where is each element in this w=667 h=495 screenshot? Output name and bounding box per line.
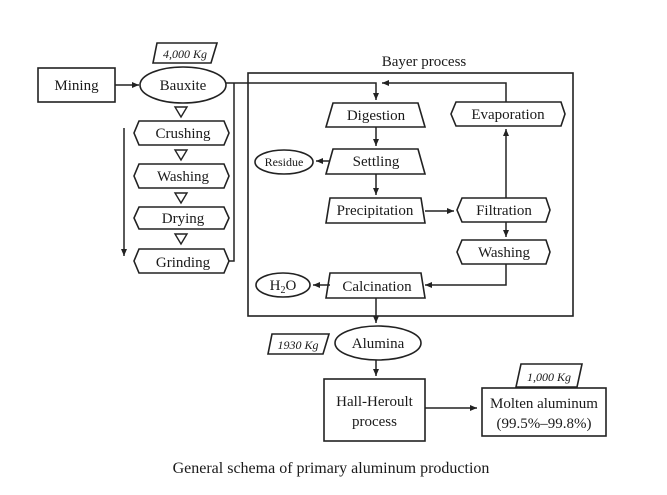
svg-text:Digestion: Digestion	[347, 108, 406, 124]
node-alumina: Alumina	[334, 325, 422, 361]
svg-text:Washing: Washing	[157, 169, 210, 185]
node-washing-prep: Washing	[133, 163, 230, 189]
flow-triangle	[173, 106, 189, 119]
svg-text:Mining: Mining	[54, 78, 99, 94]
node-mining: Mining	[37, 67, 116, 103]
svg-text:Evaporation: Evaporation	[471, 107, 545, 123]
svg-text:Washing: Washing	[478, 245, 531, 261]
node-h2o: H2O	[255, 272, 311, 298]
edge-washing-calcination	[425, 264, 507, 288]
flow-triangle	[173, 149, 189, 162]
edge-bauxite-digestion	[226, 82, 379, 100]
node-molten-aluminum: Molten aluminum (99.5%–99.8%)	[481, 387, 607, 437]
svg-text:Alumina: Alumina	[352, 336, 405, 352]
svg-text:Crushing: Crushing	[155, 126, 211, 142]
alumina-mass-tag: 1930 Kg	[267, 333, 331, 355]
svg-text:Residue: Residue	[265, 155, 304, 169]
node-filtration: Filtration	[456, 197, 551, 223]
svg-text:1930 Kg: 1930 Kg	[277, 338, 318, 352]
node-precipitation: Precipitation	[325, 197, 426, 224]
node-washing-bayer: Washing	[456, 239, 551, 265]
edge-evaporation-digestion	[382, 80, 507, 102]
node-grinding: Grinding	[133, 248, 230, 274]
node-evaporation: Evaporation	[450, 101, 566, 127]
svg-text:Precipitation: Precipitation	[337, 203, 414, 219]
node-residue: Residue	[254, 149, 314, 175]
svg-text:Settling: Settling	[353, 154, 400, 170]
node-digestion: Digestion	[324, 102, 427, 128]
node-drying: Drying	[133, 206, 230, 230]
node-hall-heroult: Hall-Heroult process	[323, 378, 426, 442]
svg-text:Filtration: Filtration	[476, 203, 532, 219]
diagram-caption: General schema of primary aluminum produ…	[173, 460, 490, 477]
svg-text:Molten aluminum: Molten aluminum	[490, 396, 598, 412]
svg-text:4,000 Kg: 4,000 Kg	[163, 47, 207, 61]
node-bauxite: Bauxite	[139, 66, 227, 104]
svg-text:1,000 Kg: 1,000 Kg	[527, 370, 571, 384]
flow-triangle	[173, 233, 189, 246]
edge-grinding-digestion	[229, 83, 235, 262]
svg-text:process: process	[352, 414, 397, 430]
svg-text:H2O: H2O	[270, 278, 297, 296]
svg-text:Grinding: Grinding	[156, 255, 211, 271]
svg-text:(99.5%–99.8%): (99.5%–99.8%)	[497, 416, 592, 432]
svg-text:Drying: Drying	[162, 211, 205, 227]
node-crushing: Crushing	[133, 120, 230, 146]
molten-mass-tag: 1,000 Kg	[515, 363, 583, 388]
svg-text:Bauxite: Bauxite	[160, 78, 207, 94]
svg-text:Calcination: Calcination	[342, 279, 412, 295]
node-settling: Settling	[324, 148, 427, 175]
node-calcination: Calcination	[325, 272, 426, 299]
bayer-process-title: Bayer process	[382, 54, 467, 70]
svg-text:Hall-Heroult: Hall-Heroult	[336, 394, 413, 410]
bauxite-mass-tag: 4,000 Kg	[152, 42, 219, 64]
bayer-process-box	[247, 72, 574, 317]
flow-triangle	[173, 192, 189, 205]
